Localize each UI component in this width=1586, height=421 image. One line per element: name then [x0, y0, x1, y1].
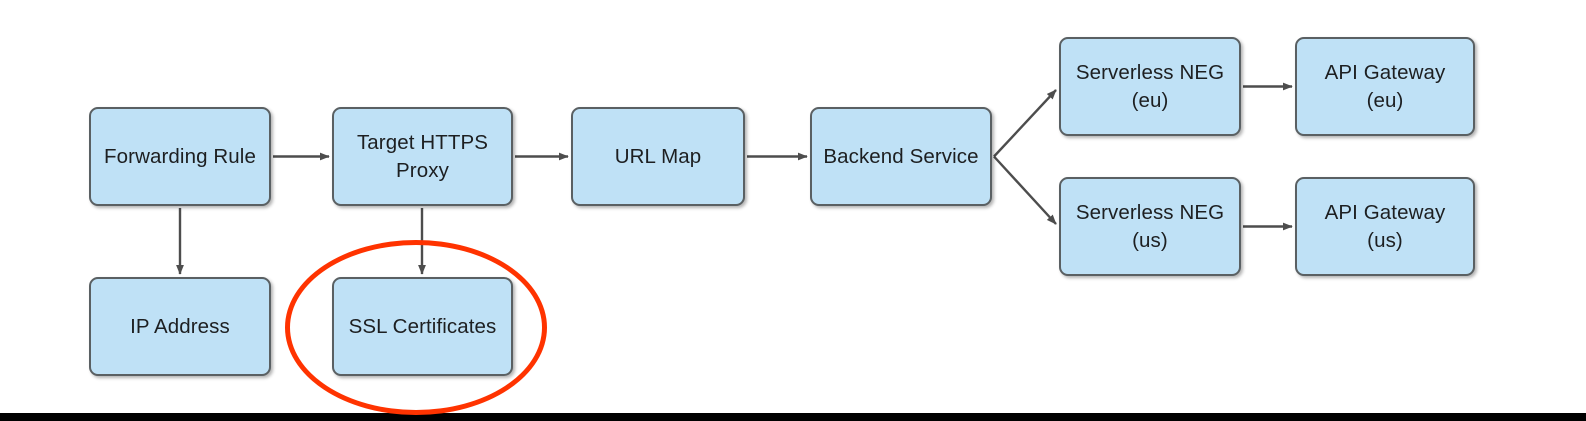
- node-ssl-certificates[interactable]: SSL Certificates: [332, 277, 513, 376]
- bottom-edge-bar: [0, 413, 1586, 421]
- node-target-https-proxy[interactable]: Target HTTPS Proxy: [332, 107, 513, 206]
- edge-backend-service-to-serverless-neg-eu: [993, 89, 1057, 158]
- node-url-map[interactable]: URL Map: [571, 107, 745, 206]
- node-backend-service[interactable]: Backend Service: [810, 107, 992, 206]
- node-api-gateway-us[interactable]: API Gateway (us): [1295, 177, 1475, 276]
- node-serverless-neg-us[interactable]: Serverless NEG (us): [1059, 177, 1241, 276]
- node-forwarding-rule[interactable]: Forwarding Rule: [89, 107, 271, 206]
- node-api-gateway-eu[interactable]: API Gateway (eu): [1295, 37, 1475, 136]
- edge-backend-service-to-serverless-neg-us: [993, 155, 1057, 225]
- node-serverless-neg-eu[interactable]: Serverless NEG (eu): [1059, 37, 1241, 136]
- node-ip-address[interactable]: IP Address: [89, 277, 271, 376]
